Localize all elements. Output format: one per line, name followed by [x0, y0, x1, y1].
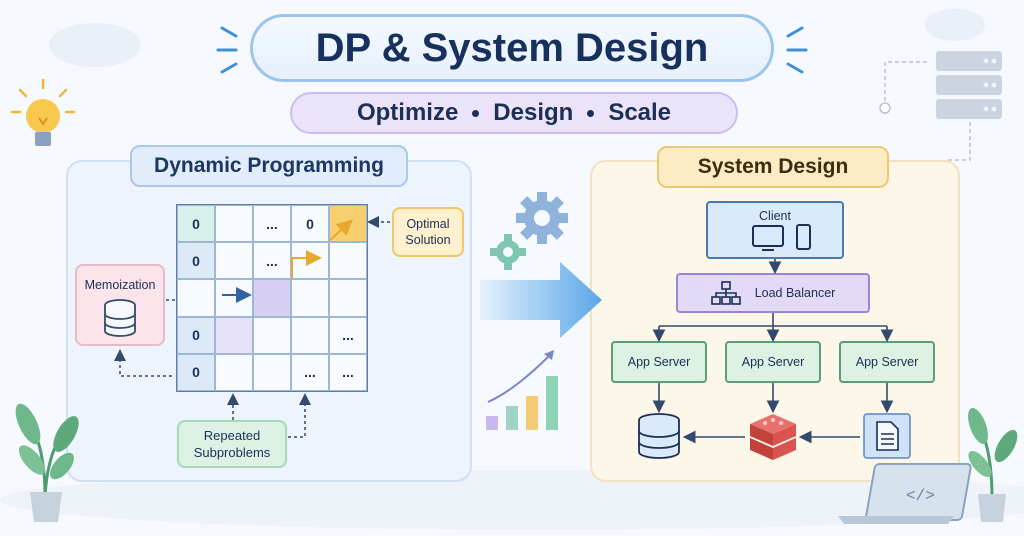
app-server-box: App Server: [839, 341, 935, 383]
plant-icon: [968, 407, 1018, 522]
repeated-subproblems-box: Repeated Subproblems: [177, 420, 287, 468]
grid-cell: ...: [253, 205, 291, 243]
grid-cell: 0: [177, 242, 215, 280]
subtitle-item-design: Design: [493, 99, 574, 126]
plant-icon: [15, 403, 79, 522]
client-label: Client: [759, 209, 791, 223]
grid-cell: [215, 242, 253, 280]
svg-text:</>: </>: [906, 487, 935, 505]
subtitle-item-scale: Scale: [608, 99, 672, 126]
grid-cell-highlight: [253, 279, 291, 317]
app-server-box: App Server: [611, 341, 707, 383]
grid-cell: [215, 353, 253, 391]
grid-cell: [329, 242, 367, 280]
grid-cell: [177, 279, 215, 317]
system-design-heading: System Design: [657, 146, 889, 188]
grid-cell: 0: [177, 205, 215, 243]
memoization-label: Memoization: [84, 278, 156, 292]
bar-icon: [486, 416, 498, 430]
optimal-solution-box: Optimal Solution: [392, 207, 464, 257]
server-rack-icon: [936, 51, 1002, 119]
bar-icon: [506, 406, 518, 430]
grid-cell: 0: [291, 205, 329, 243]
grid-cell: [291, 316, 329, 354]
grid-cell: ...: [253, 242, 291, 280]
bullet-dot: [587, 109, 595, 117]
grid-cell-optimal: [329, 205, 367, 243]
bar-icon: [526, 396, 538, 430]
grid-cell: ...: [329, 316, 367, 354]
laptop-code-icon: </>: [838, 463, 972, 524]
grid-cell-highlight: [215, 316, 253, 354]
subtitle-pill: Optimize Design Scale: [290, 92, 738, 134]
document-icon: [863, 413, 911, 459]
grid-cell: ...: [329, 353, 367, 391]
grid-cell: [291, 279, 329, 317]
grid-cell: 0: [177, 316, 215, 354]
dp-table-grid: 0 ... 0 0 ... 0 ... 0 ... ...: [176, 204, 368, 392]
cache-icon: [750, 414, 796, 460]
grid-cell: [253, 316, 291, 354]
grid-cell: [215, 205, 253, 243]
database-icon: [104, 299, 136, 337]
gear-icon: [516, 192, 568, 244]
page-title: DP & System Design: [250, 14, 774, 82]
gear-icon: [490, 234, 526, 270]
load-balancer-label: Load Balancer: [754, 286, 836, 300]
grid-cell: ...: [291, 353, 329, 391]
transition-graphic: [480, 192, 602, 430]
network-hierarchy-icon: [710, 281, 741, 305]
bullet-dot: [472, 109, 480, 117]
subtitle-item-optimize: Optimize: [356, 99, 459, 126]
client-devices-icon: [752, 224, 811, 251]
database-icon: [638, 413, 680, 459]
dp-heading: Dynamic Programming: [130, 145, 408, 187]
grid-cell: [253, 353, 291, 391]
memoization-box: Memoization: [75, 264, 165, 346]
load-balancer-box: Load Balancer: [676, 273, 870, 313]
client-box: Client: [706, 201, 844, 259]
grid-cell: 0: [177, 353, 215, 391]
lightbulb-icon: [10, 78, 76, 146]
grid-cell: [329, 279, 367, 317]
bar-icon: [546, 376, 558, 430]
